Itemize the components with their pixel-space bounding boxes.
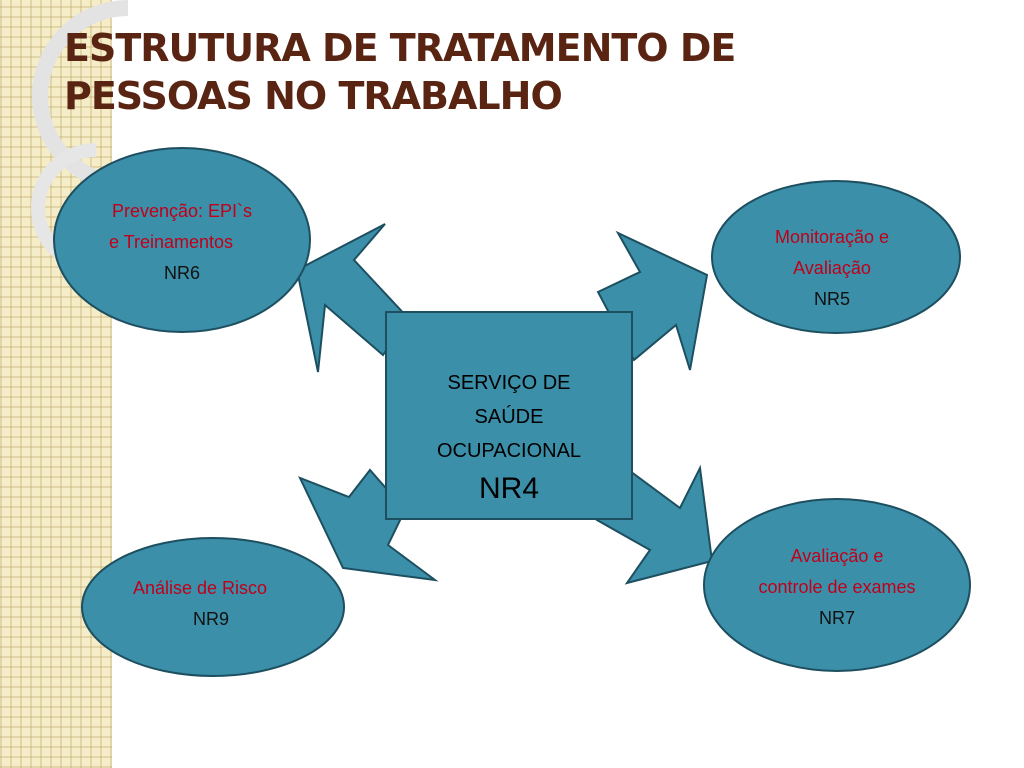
center-line-2: SAÚDE [474,406,544,428]
node-bottom-left-code: NR9 [192,609,229,629]
arrow-bottom-left [298,468,439,582]
node-top-right-code: NR5 [813,289,850,309]
page-title: ESTRUTURA DE TRATAMENTO DE PESSOAS NO TR… [64,24,964,120]
center-line-3: OCUPACIONAL [436,440,582,462]
node-bottom-left-label: Análise de Risco NR9 [86,573,336,635]
decorative-left-strip [0,0,112,768]
center-box [385,311,633,520]
node-bottom-right-label: Avaliação e controle de exames NR7 [722,541,952,634]
node-bottom-right-line-2: controle de exames [758,577,916,597]
node-top-left-line-2: e Treinamentos [108,232,234,252]
node-bottom-left-line-1: Análise de Risco [132,578,268,598]
center-code: NR4 [478,472,539,505]
node-bottom-right-code: NR7 [818,608,855,628]
center-line-1: SERVIÇO DE [447,372,571,394]
node-top-right-label: Monitoração e Avaliação NR5 [722,222,942,315]
title-line-1: ESTRUTURA DE TRATAMENTO DE [64,26,736,70]
node-top-left-label: Prevenção: EPI`s e Treinamentos NR6 [72,196,292,289]
ellipse-top-right [711,180,961,334]
center-label: SERVIÇO DE SAÚDE OCUPACIONAL NR4 [386,366,632,510]
node-bottom-right-line-1: Avaliação e [790,546,884,566]
ellipse-top-left [53,147,311,333]
ellipse-bottom-left [81,537,345,677]
ellipse-bottom-right [703,498,971,672]
node-top-right-line-1: Monitoração e [774,227,890,247]
node-top-left-code: NR6 [163,263,200,283]
node-top-left-line-1: Prevenção: EPI`s [111,201,253,221]
title-line-2: PESSOAS NO TRABALHO [64,74,563,118]
node-top-right-line-2: Avaliação [793,258,871,278]
arrow-top-left [295,223,410,373]
